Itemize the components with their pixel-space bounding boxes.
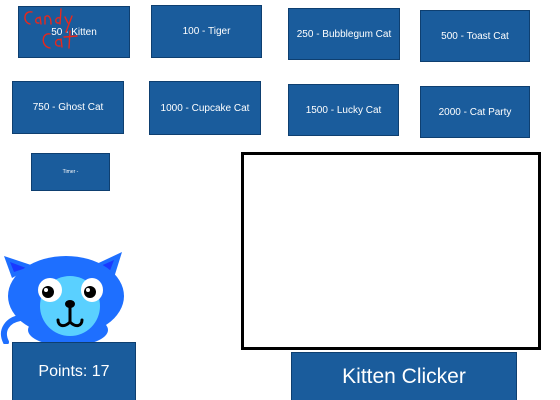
buy-tiger-button[interactable]: 100 - Tiger — [151, 5, 262, 58]
buy-cupcake-cat-label: 1000 - Cupcake Cat — [160, 102, 250, 114]
buy-toast-cat-button[interactable]: 500 - Toast Cat — [420, 10, 530, 62]
kitten-clicker-label: Kitten Clicker — [342, 365, 466, 388]
candy-cat-logo — [24, 8, 78, 49]
buy-cat-party-button[interactable]: 2000 - Cat Party — [420, 86, 530, 138]
buy-bubblegum-cat-label: 250 - Bubblegum Cat — [296, 28, 392, 40]
buy-cupcake-cat-button[interactable]: 1000 - Cupcake Cat — [149, 81, 261, 135]
points-label: Points: 17 — [38, 363, 110, 380]
buy-lucky-cat-button[interactable]: 1500 - Lucky Cat — [288, 84, 399, 136]
buy-bubblegum-cat-button[interactable]: 250 - Bubblegum Cat — [288, 8, 400, 60]
buy-tiger-label: 100 - Tiger — [182, 26, 231, 37]
buy-toast-cat-label: 500 - Toast Cat — [441, 30, 509, 42]
points-display: Points: 17 — [12, 342, 136, 400]
buy-ghost-cat-label: 750 - Ghost Cat — [32, 102, 104, 113]
pet-display-area — [241, 152, 541, 350]
buy-lucky-cat-label: 1500 - Lucky Cat — [305, 104, 382, 116]
buy-cat-party-label: 2000 - Cat Party — [438, 106, 512, 118]
cat-sprite[interactable] — [0, 248, 130, 344]
kitten-clicker-button[interactable]: Kitten Clicker — [291, 352, 517, 400]
timer-label: Timer - — [62, 169, 79, 175]
timer-button[interactable]: Timer - — [31, 153, 110, 191]
buy-ghost-cat-button[interactable]: 750 - Ghost Cat — [12, 81, 124, 134]
